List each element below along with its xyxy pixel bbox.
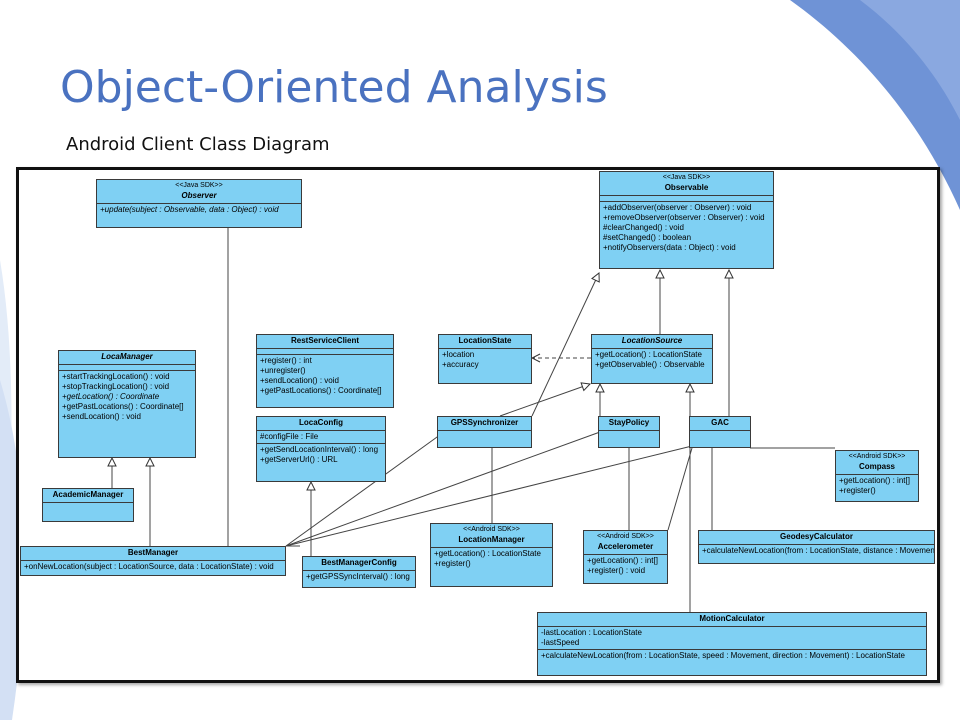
class-name: StayPolicy <box>608 418 650 427</box>
attribute-row: -lastSpeed <box>541 638 580 647</box>
slide-subtitle: Android Client Class Diagram <box>66 134 330 155</box>
method-row: +getGPSSyncInterval() : long <box>306 572 410 581</box>
class-name: GAC <box>711 418 729 427</box>
method-row: +removeObserver(observer : Observer) : v… <box>603 213 765 222</box>
method-row: +notifyObservers(data : Object) : void <box>603 243 736 252</box>
method-row: +getObservable() : Observable <box>595 360 705 369</box>
class-name: GeodesyCalculator <box>780 532 853 541</box>
method-row: +startTrackingLocation() : void <box>62 372 170 381</box>
class-gac: GAC <box>689 416 751 448</box>
method-row: +register() <box>434 559 471 568</box>
class-best-manager: BestManager +onNewLocation(subject : Loc… <box>20 546 286 576</box>
edge-gps-locsource <box>499 384 590 417</box>
method-row: +getSendLocationInterval() : long <box>260 445 379 454</box>
method-row: +getLocation() : int[] <box>839 476 910 485</box>
class-academic-manager: AcademicManager <box>42 488 134 522</box>
attribute-row: +accuracy <box>442 360 479 369</box>
method-row: +calculateNewLocation(from : LocationSta… <box>541 651 905 660</box>
edge-gac-accelerometer <box>667 447 693 531</box>
edge-best-gac <box>285 445 693 547</box>
class-name: LocationSource <box>621 336 683 345</box>
attribute-row: #configFile : File <box>260 432 319 441</box>
class-loca-config: LocaConfig #configFile : File +getSendLo… <box>256 416 386 482</box>
class-loca-manager: LocaManager +startTrackingLocation() : v… <box>58 350 196 458</box>
edge-best-gps <box>285 431 445 547</box>
method-row: +getLocation() : Coordinate <box>62 392 160 401</box>
class-location-manager: <<Android SDK>> LocationManager +getLoca… <box>430 523 553 587</box>
method-row: +getServerUrl() : URL <box>260 455 338 464</box>
method-row: +getLocation() : int[] <box>587 556 658 565</box>
class-location-source: LocationSource +getLocation() : Location… <box>591 334 713 384</box>
class-stay-policy: StayPolicy <box>598 416 660 448</box>
class-name: Observable <box>664 183 709 192</box>
class-gps-synchronizer: GPSSynchronizer <box>437 416 532 448</box>
class-observable: <<Java SDK>> Observable +addObserver(obs… <box>599 171 774 269</box>
method-row: +getLocation() : LocationState <box>434 549 541 558</box>
stereotype-label: <<Android SDK>> <box>848 453 906 460</box>
class-name: Accelerometer <box>597 542 654 551</box>
method-row: +update(subject : Observable, data : Obj… <box>100 205 279 214</box>
method-row: +register() <box>839 486 876 495</box>
class-name: LocationState <box>458 336 512 345</box>
method-row: +register() : int <box>260 356 312 365</box>
method-row: +register() : void <box>587 566 646 575</box>
class-location-state: LocationState +location +accuracy <box>438 334 532 384</box>
attribute-row: +location <box>442 350 475 359</box>
method-row: +stopTrackingLocation() : void <box>62 382 170 391</box>
method-row: +addObserver(observer : Observer) : void <box>603 203 752 212</box>
method-row: +getPastLocations() : Coordinate[] <box>62 402 184 411</box>
class-name: Observer <box>181 191 217 200</box>
method-row: +sendLocation() : void <box>260 376 339 385</box>
class-observer: <<Java SDK>> Observer +update(subject : … <box>96 179 302 228</box>
class-name: MotionCalculator <box>699 614 765 623</box>
class-best-manager-config: BestManagerConfig +getGPSSyncInterval() … <box>302 556 416 588</box>
stereotype-label: <<Java SDK>> <box>662 174 711 181</box>
method-row: +getPastLocations() : Coordinate[] <box>260 386 382 395</box>
class-name: BestManagerConfig <box>321 558 397 567</box>
method-row: +sendLocation() : void <box>62 412 141 421</box>
edge-gps-observable <box>531 273 599 417</box>
method-row: #clearChanged() : void <box>603 223 684 232</box>
method-row: #setChanged() : boolean <box>603 233 692 242</box>
class-name: LocaConfig <box>299 418 343 427</box>
class-name: LocationManager <box>458 535 525 544</box>
class-geodesy-calculator: GeodesyCalculator +calculateNewLocation(… <box>698 530 935 564</box>
stereotype-label: <<Android SDK>> <box>463 526 520 533</box>
method-row: +unregister() <box>260 366 306 375</box>
class-name: RestServiceClient <box>290 336 360 345</box>
class-motion-calculator: MotionCalculator -lastLocation : Locatio… <box>537 612 927 676</box>
stereotype-label: <<Java SDK>> <box>175 182 223 189</box>
class-name: Compass <box>858 462 895 471</box>
edge-best-stay <box>285 431 601 547</box>
attribute-row: -lastLocation : LocationState <box>541 628 642 637</box>
class-name: AcademicManager <box>52 490 124 499</box>
method-row: +calculateNewLocation(from : LocationSta… <box>702 546 935 555</box>
class-accelerometer: <<Android SDK>> Accelerometer +getLocati… <box>583 530 668 584</box>
method-row: +onNewLocation(subject : LocationSource,… <box>24 562 274 571</box>
slide-title: Object-Oriented Analysis <box>60 62 608 113</box>
class-compass: <<Android SDK>> Compass +getLocation() :… <box>835 450 919 502</box>
class-rest-service-client: RestServiceClient +register() : int +unr… <box>256 334 394 408</box>
class-name: BestManager <box>127 548 179 557</box>
method-row: +getLocation() : LocationState <box>595 350 702 359</box>
class-name: LocaManager <box>101 352 153 361</box>
stereotype-label: <<Android SDK>> <box>597 533 654 540</box>
class-name: GPSSynchronizer <box>450 418 519 427</box>
